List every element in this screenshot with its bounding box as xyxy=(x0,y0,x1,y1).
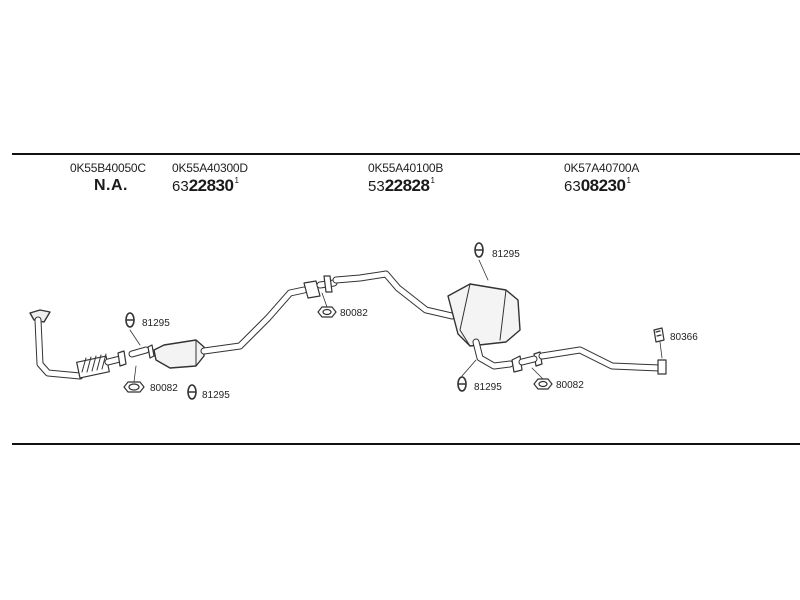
tail-pipe xyxy=(511,346,667,375)
part-sup: 1 xyxy=(626,176,631,185)
label-gasket-center: 80082 xyxy=(340,308,368,319)
front-pipe xyxy=(29,309,127,380)
part-main: 22830 xyxy=(188,176,234,195)
header-middle-silencer: 0K55A40100B 53228281 xyxy=(368,161,443,196)
middle-silencer xyxy=(316,270,521,370)
part-number: 63082301 xyxy=(564,176,639,196)
label-hanger-left-bottom: 81295 xyxy=(202,390,230,401)
label-clamp-tail: 80366 xyxy=(670,332,698,343)
part-number: 53228281 xyxy=(368,176,443,196)
oe-number: 0K55A40300D xyxy=(172,161,248,175)
hanger-icon xyxy=(125,242,484,400)
oe-number: 0K55A40100B xyxy=(368,161,444,175)
label-hanger-left-top: 81295 xyxy=(142,318,170,329)
part-number: 63228301 xyxy=(172,176,248,196)
part-prefix: 53 xyxy=(368,178,385,195)
part-sup: 1 xyxy=(234,176,239,185)
bottom-rule xyxy=(12,443,800,445)
top-rule xyxy=(12,153,800,155)
part-prefix: 63 xyxy=(564,178,581,195)
part-main: 22828 xyxy=(384,176,430,195)
label-hanger-right-bottom: 81295 xyxy=(474,382,502,393)
header-catalytic-converter: 0K55A40300D 63228301 xyxy=(172,161,248,196)
label-gasket-right: 80082 xyxy=(556,380,584,391)
header-front-pipe: 0K55B40050C N.A. xyxy=(70,161,146,195)
not-available-label: N.A. xyxy=(94,177,128,194)
label-gasket-left: 80082 xyxy=(150,383,178,394)
clamp-icon xyxy=(653,327,665,343)
callout-labels: 81295 80082 81295 80082 81295 81295 8008… xyxy=(142,249,698,401)
part-sup: 1 xyxy=(430,176,435,185)
label-hanger-right-top: 81295 xyxy=(492,249,520,260)
oe-number: 0K55B40050C xyxy=(70,161,146,175)
catalytic-converter xyxy=(128,280,321,369)
part-main: 08230 xyxy=(580,176,626,195)
oe-number: 0K57A40700A xyxy=(564,161,640,175)
leader-lines xyxy=(129,259,663,383)
gasket-icon xyxy=(123,306,553,393)
header-tail-pipe: 0K57A40700A 63082301 xyxy=(564,161,639,196)
part-prefix: 63 xyxy=(172,178,189,195)
